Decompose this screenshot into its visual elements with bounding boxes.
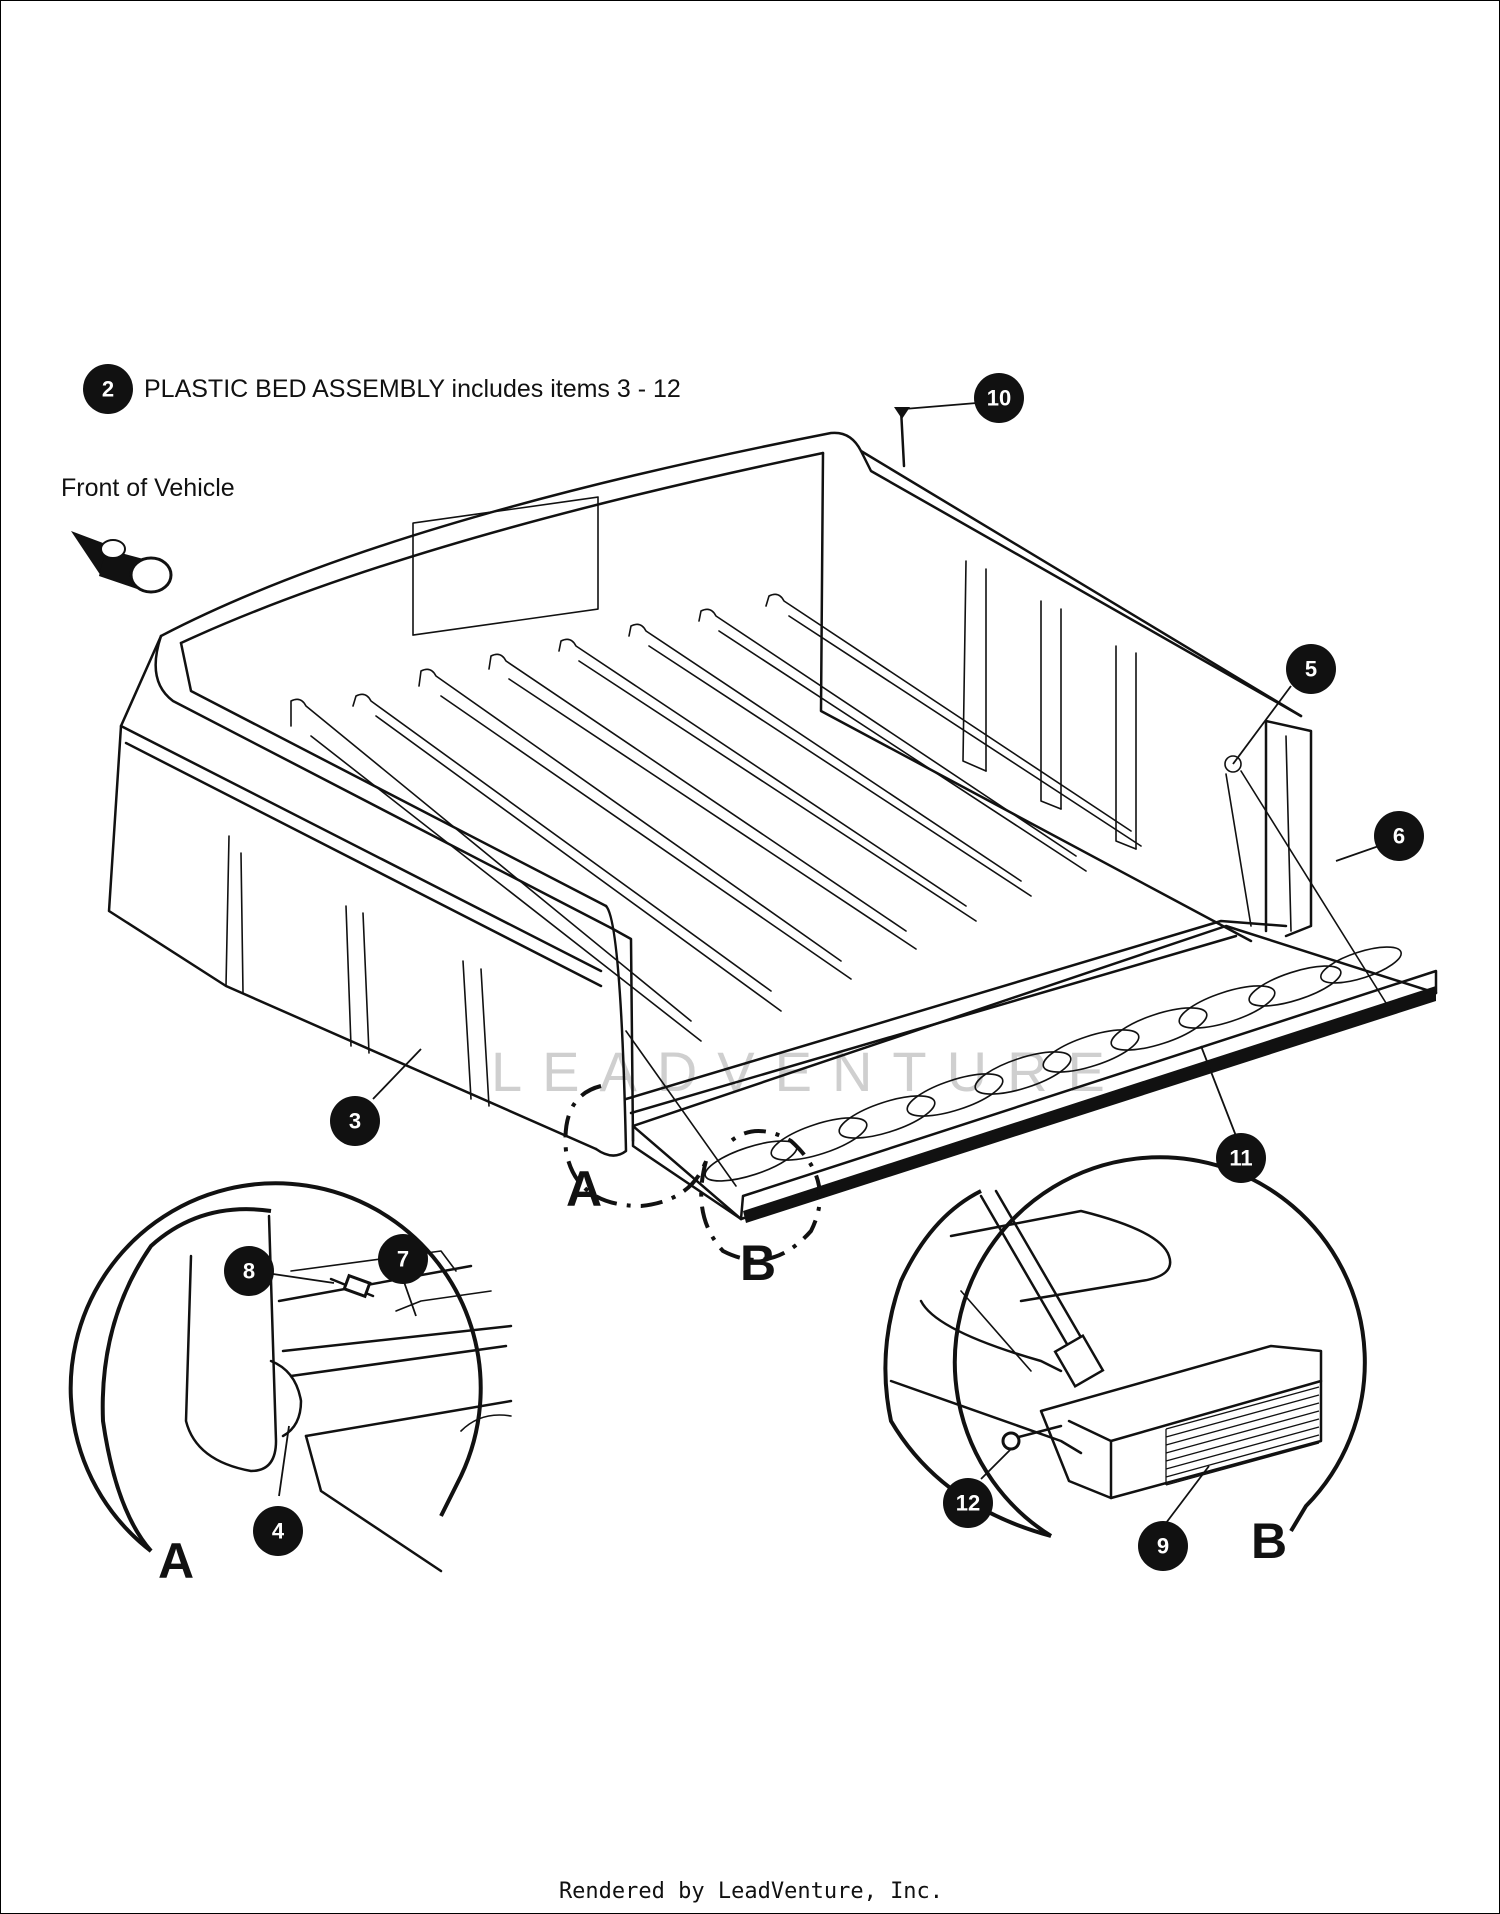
callout-11[interactable]: 11 xyxy=(1216,1133,1266,1183)
assembly-callout[interactable]: 2 xyxy=(83,364,133,414)
detail-b-label: B xyxy=(1251,1513,1287,1569)
callout-4[interactable]: 4 xyxy=(253,1506,303,1556)
callout-8[interactable]: 8 xyxy=(224,1246,274,1296)
svg-text:4: 4 xyxy=(272,1519,285,1544)
leader-3 xyxy=(372,1048,422,1100)
leader-5 xyxy=(1232,685,1292,765)
svg-text:12: 12 xyxy=(956,1491,980,1516)
detail-a-label: A xyxy=(158,1533,194,1589)
svg-text:6: 6 xyxy=(1393,824,1405,849)
callout-9[interactable]: 9 xyxy=(1138,1521,1188,1571)
callout-3[interactable]: 3 xyxy=(330,1096,380,1146)
svg-text:5: 5 xyxy=(1305,657,1317,682)
svg-text:3: 3 xyxy=(349,1109,361,1134)
callout-7[interactable]: 7 xyxy=(378,1234,428,1284)
svg-text:7: 7 xyxy=(397,1247,409,1272)
footer-rendered-by: Rendered by LeadVenture, Inc. xyxy=(559,1879,943,1904)
detail-a-marker-label: A xyxy=(566,1161,602,1217)
detail-b-marker-label: B xyxy=(740,1235,776,1291)
front-direction-arrow-icon xyxy=(71,531,173,594)
svg-text:2: 2 xyxy=(102,377,114,402)
callout-10[interactable]: 10 xyxy=(974,373,1024,423)
svg-text:10: 10 xyxy=(987,386,1011,411)
detail-b-view xyxy=(883,1155,1367,1538)
callout-5[interactable]: 5 xyxy=(1286,644,1336,694)
svg-text:8: 8 xyxy=(243,1259,255,1284)
assembly-title: PLASTIC BED ASSEMBLY includes items 3 - … xyxy=(144,375,681,403)
svg-text:9: 9 xyxy=(1157,1534,1169,1559)
detail-a-view xyxy=(68,1181,513,1573)
leader-11 xyxy=(1200,1045,1237,1137)
front-of-vehicle-label: Front of Vehicle xyxy=(61,474,235,502)
callout-12[interactable]: 12 xyxy=(943,1478,993,1528)
svg-text:11: 11 xyxy=(1229,1146,1252,1171)
callout-6[interactable]: 6 xyxy=(1374,811,1424,861)
detail-b-marker xyxy=(699,1129,822,1262)
plastic-bed-drawing xyxy=(107,407,1438,1223)
